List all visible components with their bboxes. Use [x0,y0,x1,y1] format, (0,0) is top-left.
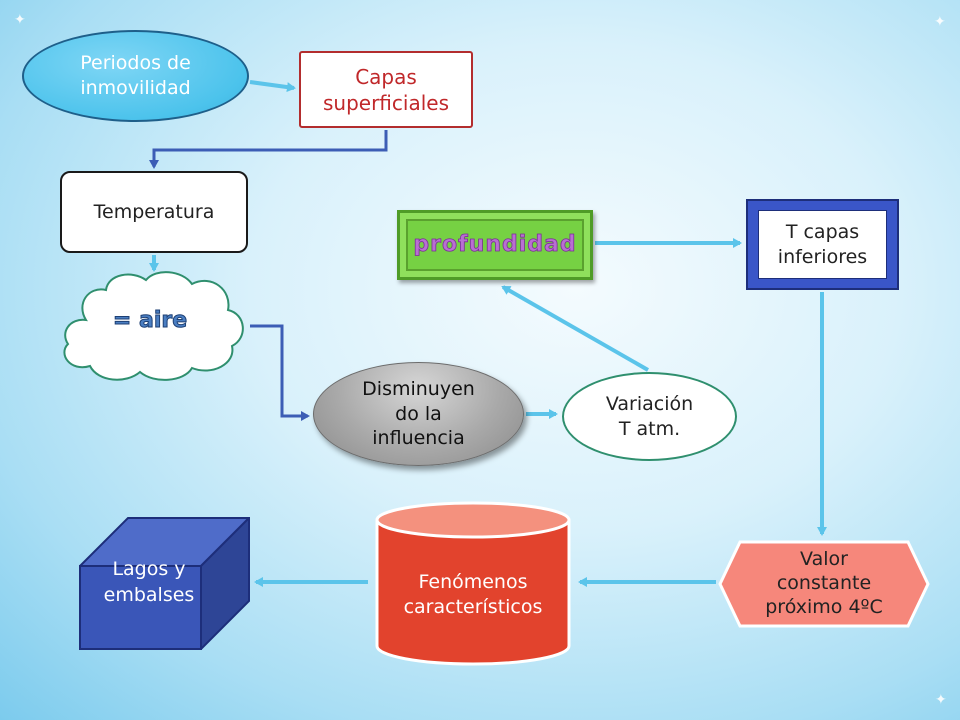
sparkle-decoration: ✦ [934,14,946,30]
fenomenos-cylinder-node: Fenómenos característicos [373,500,573,666]
periodos-label: Periodos de inmovilidad [80,52,191,99]
t-capas-inferiores-node: T capas inferiores [746,199,899,290]
arrow-variacion-to-profundidad [501,285,649,372]
disminuyendo-influencia-node: Disminuyen do la influencia [313,362,524,466]
cube-shape [79,517,250,650]
lagos-label: Lagos y embalses [103,558,195,606]
temperatura-node: Temperatura [60,171,248,253]
cylinder-shape [375,501,571,666]
temperatura-label: Temperatura [93,200,215,223]
variacion-label: Variación T atm. [605,392,694,440]
t-capas-inner-box: T capas inferiores [758,210,887,279]
capas-superficiales-node: Capas superficiales [299,51,473,128]
profundidad-node: profundidad [397,210,593,280]
aire-cloud-node: = aire [56,268,252,386]
hexagon-shape [718,540,930,628]
capas-superficiales-label: Capas superficiales [322,64,449,115]
cloud-shape [63,271,244,381]
periodos-inmovilidad-node: Periodos de inmovilidad [22,30,249,122]
aire-label: = aire [112,307,188,333]
valor-label: Valor constante próximo 4ºC [765,548,883,618]
t-capas-label: T capas inferiores [777,220,868,268]
arrow-aire-to-disminuyendo [250,324,310,421]
arrow-periodos-to-capas [249,80,296,93]
sparkle-decoration: ✦ [935,692,947,708]
variacion-t-atm-node: Variación T atm. [562,372,737,461]
sparkle-decoration: ✦ [14,12,26,28]
disminuyendo-label: Disminuyen do la influencia [362,377,475,450]
lagos-cube-node: Lagos y embalses [79,517,250,650]
profundidad-label: profundidad [413,231,577,257]
arrow-capas-to-temperatura [149,130,388,169]
fenomenos-label: Fenómenos característicos [403,571,543,618]
valor-constante-hexagon-node: Valor constante próximo 4ºC [718,540,930,628]
